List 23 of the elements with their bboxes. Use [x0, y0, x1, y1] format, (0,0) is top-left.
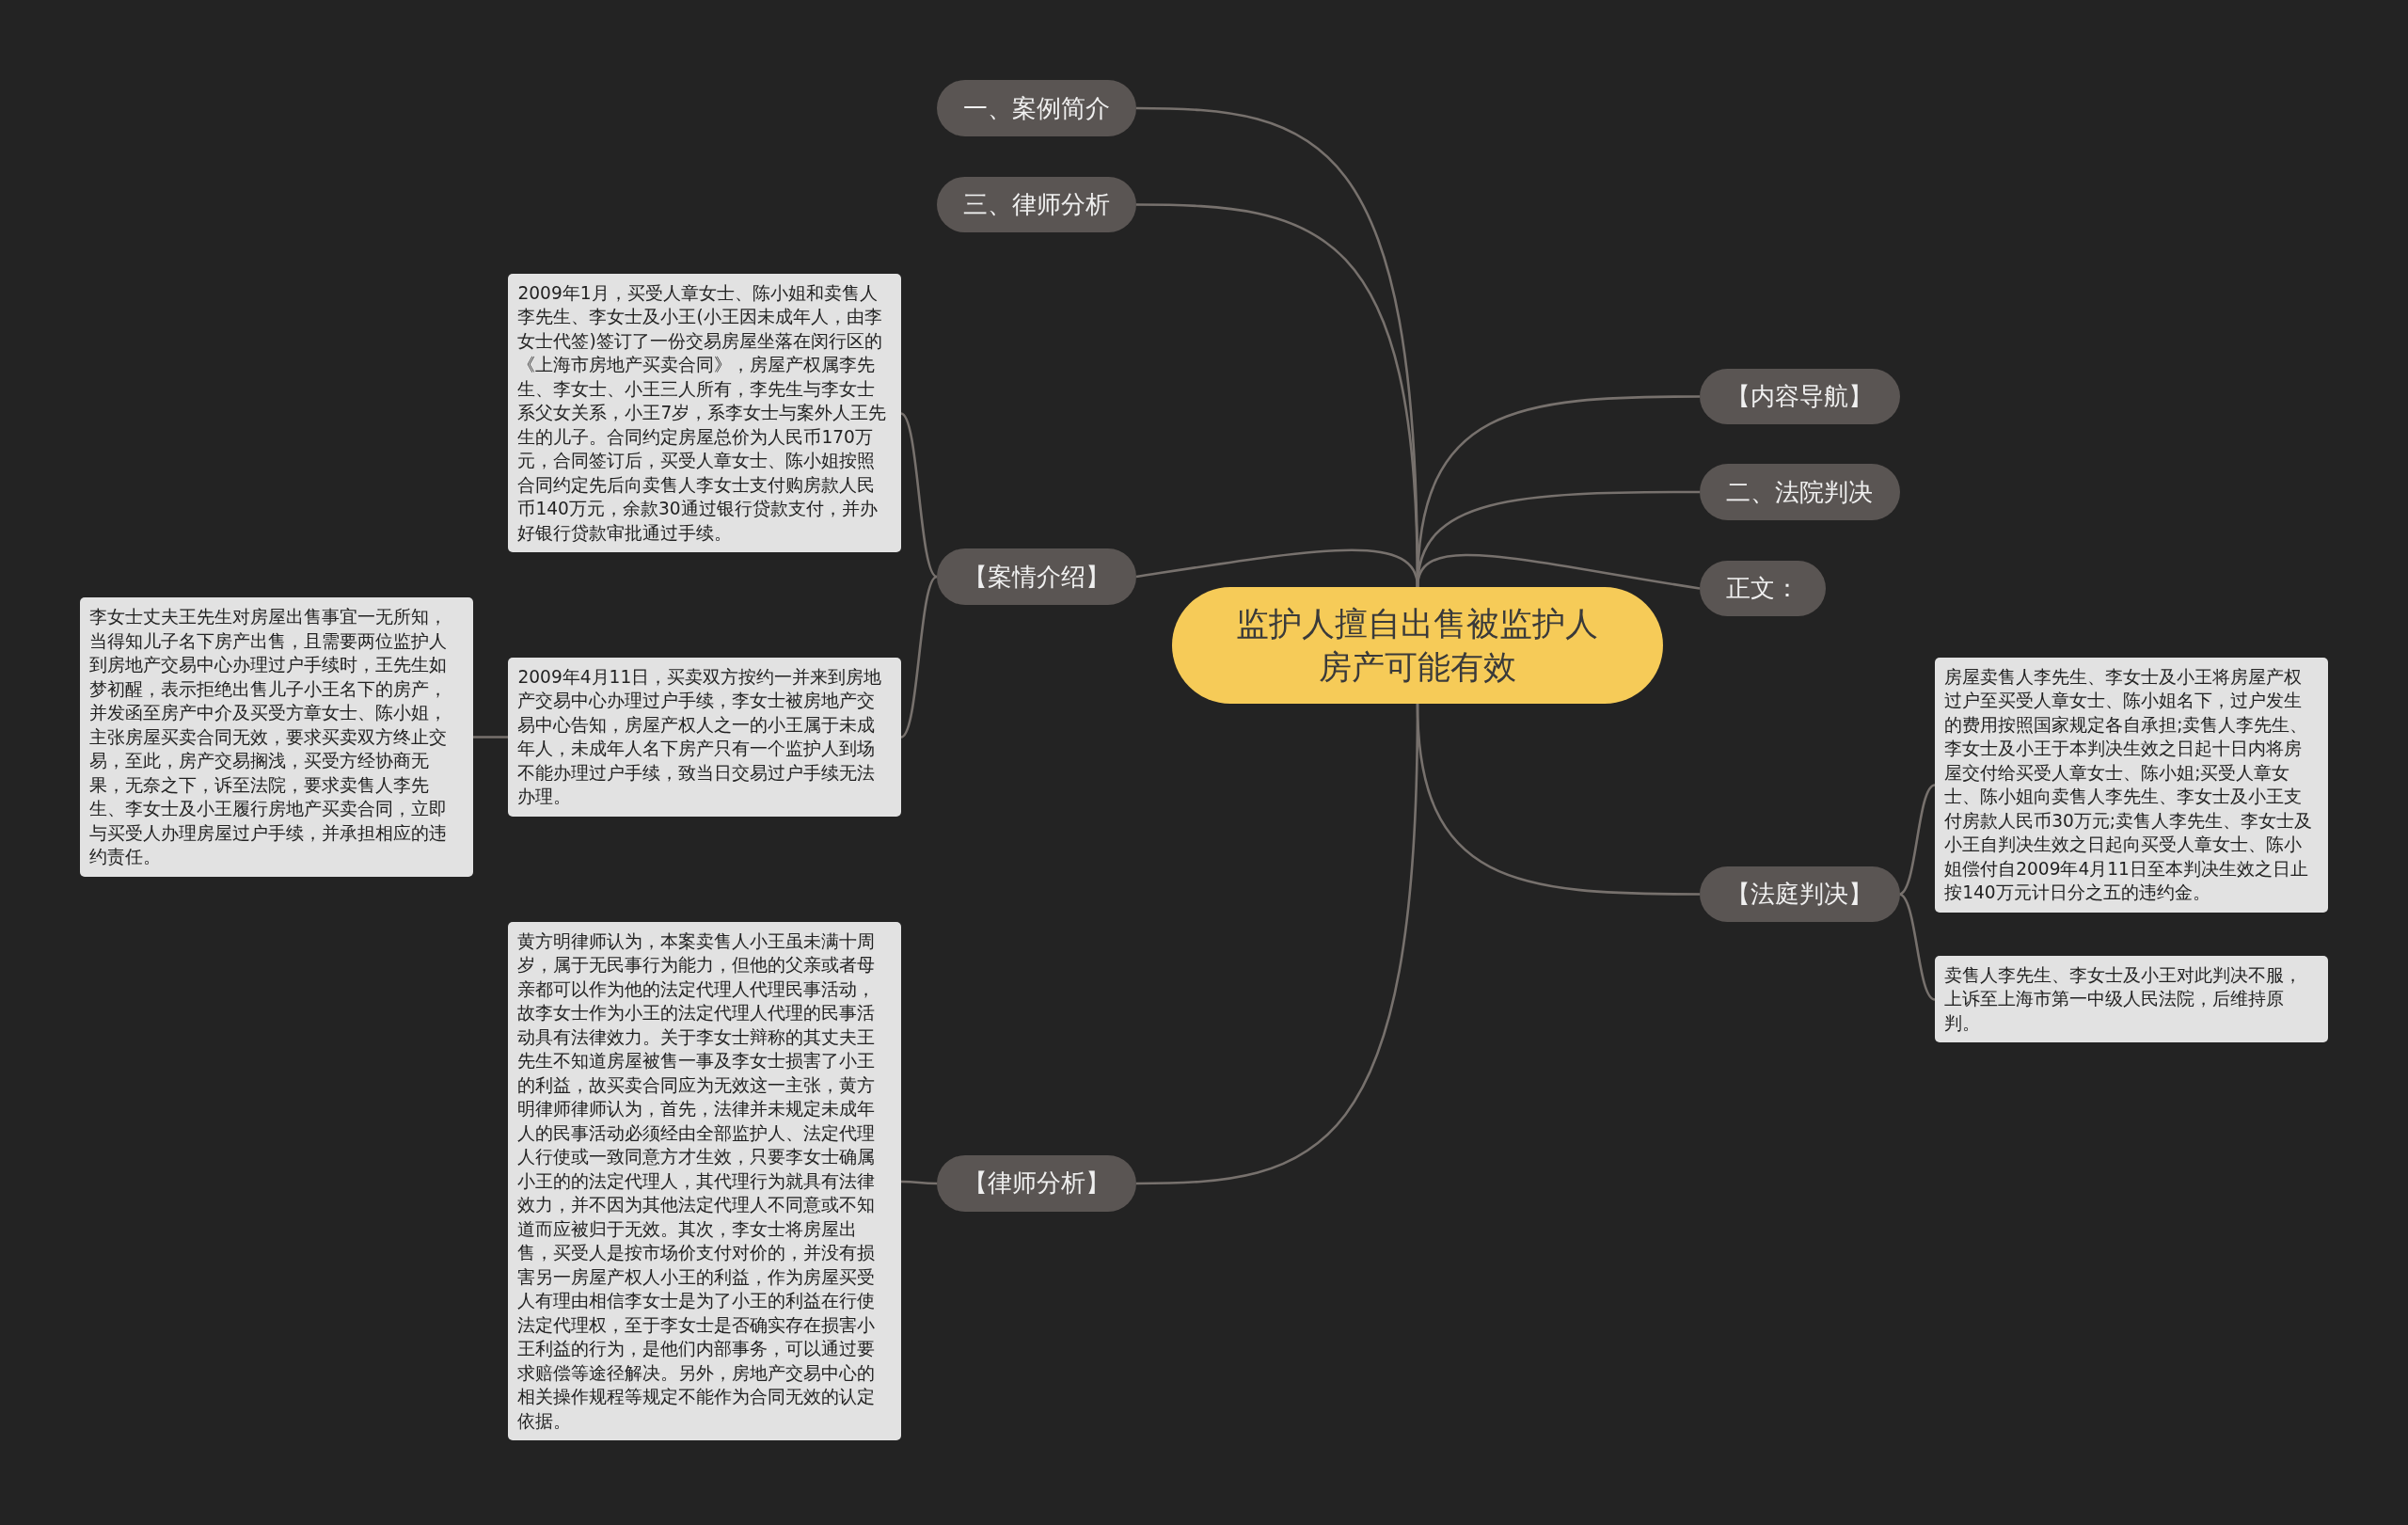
text-card: 房屋卖售人李先生、李女士及小王将房屋产权过户至买受人章女士、陈小姐名下，过户发生的费用按照国家规定各自承担;卖售人李先生、李女士及小王于本判决生效之日起十日内将房屋交付给买受人章女士、陈小姐;买受人章女士、陈小姐向卖售人李先生、李女士及小王支付房款人民币30万元;卖售人李先生、李女士及小王自判决生效之日起向买受人章女士、陈小姐偿付自2009年4月11日至本判决生效之日止按140万元计日分之五的违约金。: [1935, 657, 2329, 913]
topic-pill: 二、法院判决: [1700, 464, 1900, 521]
text-card: 卖售人李先生、李女士及小王对此判决不服，上诉至上海市第一中级人民法院，后维持原判。: [1935, 955, 2329, 1042]
text-card: 李女士丈夫王先生对房屋出售事宜一无所知，当得知儿子名下房产出售，且需要两位监护人到房地产交易中心办理过户手续时，王先生如梦初醒，表示拒绝出售儿子小王名下的房产，并发函至房产中介及买受方章女士、陈小姐，主张房屋买卖合同无效，要求买卖双方终止交易，至此，房产交易搁浅，买受方经协商无果，无奈之下，诉至法院，要求卖售人李先生、李女士及小王履行房地产买卖合同，立即与买受人办理房屋过户手续，并承担相应的违约责任。: [79, 597, 473, 877]
topic-pill: 【法庭判决】: [1700, 866, 1900, 922]
topic-pill: 正文：: [1700, 560, 1827, 616]
connector-line: [901, 1180, 937, 1185]
topic-pill: 【律师分析】: [936, 1154, 1137, 1213]
connector-line: [1898, 784, 1936, 896]
text-card: 2009年4月11日，买卖双方按约一并来到房地产交易中心办理过户手续，李女士被房地产交易中心告知，房屋产权人之一的小王属于未成年人，未成年人名下房产只有一个监护人到场不能办理过户手续，致当日交易过户手续无法办理。: [508, 657, 902, 817]
topic-pill: 【案情介绍】: [936, 548, 1137, 606]
connector-line: [1416, 553, 1701, 590]
central-topic: 监护人擅自出售被监护人房产可能有效: [1171, 586, 1664, 704]
topic-pill: 三、律师分析: [936, 176, 1137, 232]
connector-line: [1416, 703, 1700, 896]
connector-line: [473, 736, 508, 739]
connector-line: [1898, 893, 1936, 1001]
connector-line: [900, 412, 938, 579]
text-card: 黄方明律师认为，本案卖售人小王虽未满十周岁，属于无民事行为能力，但他的父亲或者母亲都可以作为他的法定代理人代理民事活动，故李女士作为小王的法定代理人代理的民事活动具有法律效力。关于李女士辩称的其丈夫王先生不知道房屋被售一事及李女士损害了小王的利益，故买卖合同应为无效这一主张，黄方明律师律师认为，首先，法律并未规定未成年人的民事活动必须经由全部监护人、法定代理人行使或一致同意方才生效，只要李女士确属小王的的法定代理人，其代理行为就具有法律效力，并不因为其他法定代理人不同意或不知道而应被归于无效。其次，李女士将房屋出售，买受人是按市场价支付对价的，并没有损害另一房屋产权人小王的利益，作为房屋买受人有理由相信李女士是为了小王的利益在行使法定代理权，至于李女士是否确实存在损害小王利益的行为，是他们内部事务，可以通过要求赔偿等途径解决。另外，房地产交易中心的相关操作规程等规定不能作为合同无效的认定依据。: [508, 921, 902, 1441]
text-card: 2009年1月，买受人章女士、陈小姐和卖售人李先生、李女士及小王(小王因未成年人，由李女士代签)签订了一份交易房屋坐落在闵行区的《上海市房地产买卖合同》，房屋产权属李先生、李女士、小王三人所有，李先生与李女士系父女关系，小王7岁，系李女士与案外人王先生的儿子。合同约定房屋总价为人民币170万元，合同签订后，买受人章女士、陈小姐按照合同约定先后向卖售人李女士支付购房款人民币140万元，余款30通过银行贷款支付，并办好银行贷款审批通过手续。: [508, 273, 902, 553]
connector-line: [900, 575, 938, 739]
topic-pill: 【内容导航】: [1700, 368, 1900, 424]
topic-pill: 一、案例简介: [936, 79, 1137, 137]
